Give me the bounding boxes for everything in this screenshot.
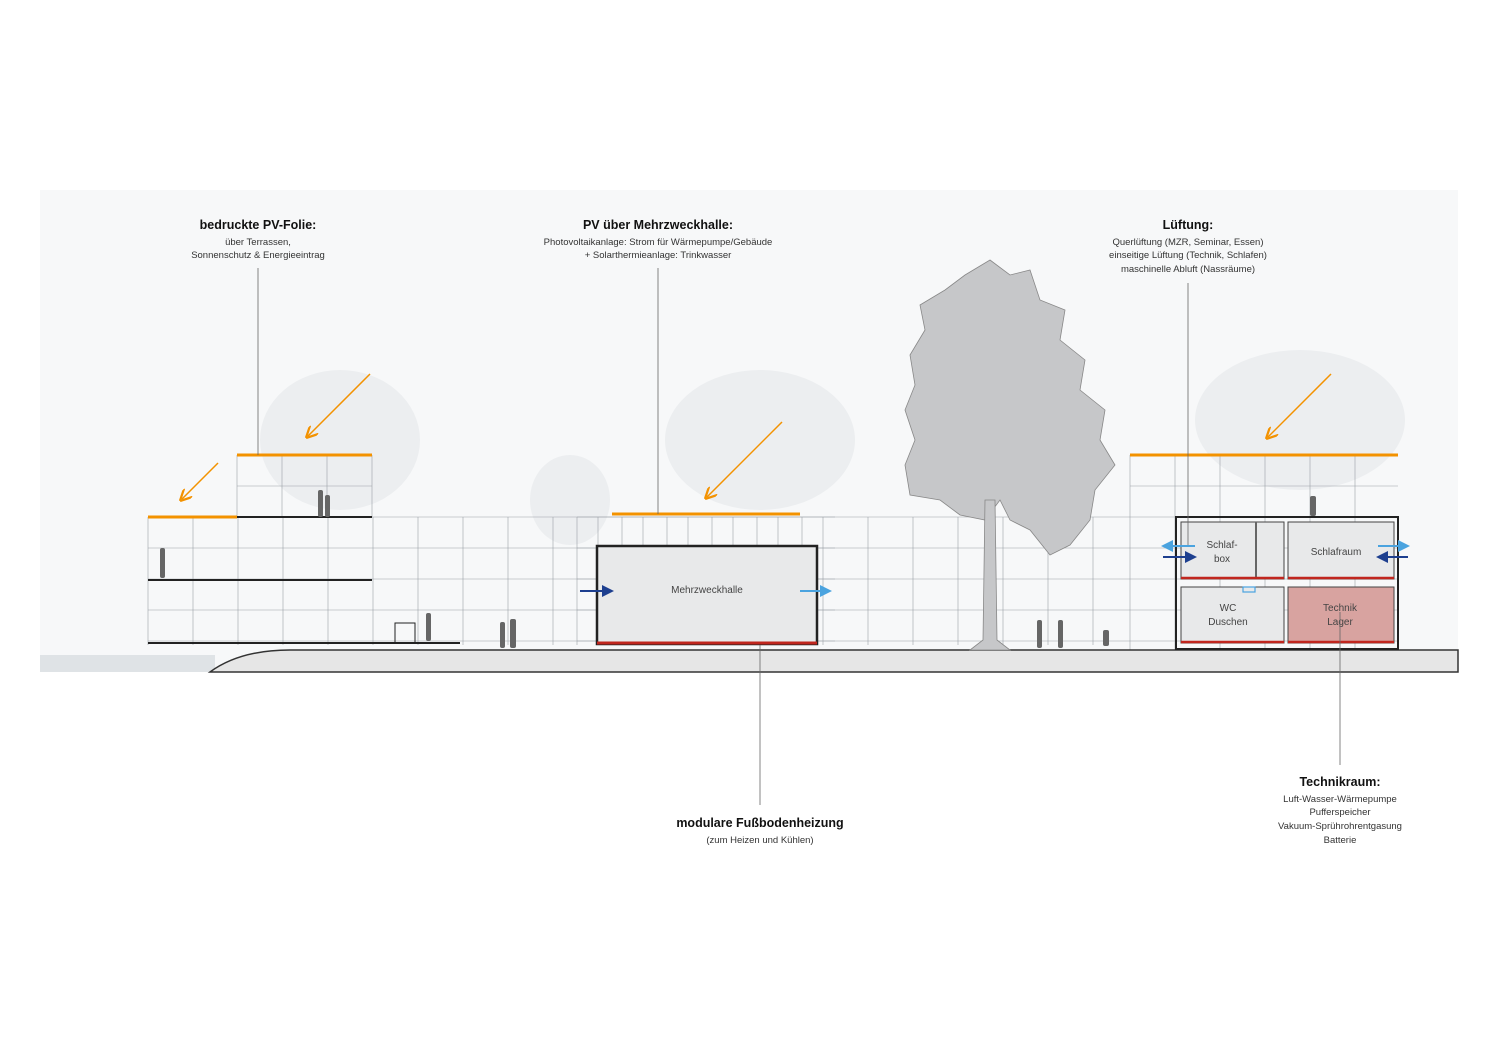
ground	[207, 649, 1459, 673]
annotation-line: (zum Heizen und Kühlen)	[706, 835, 813, 846]
room-label-schlafbox-1: Schlaf-	[1206, 540, 1237, 551]
annotation-title: PV über Mehrzweckhalle:	[583, 218, 733, 232]
room-label-technik: Technik	[1323, 603, 1358, 614]
annotation-pv-halle: PV über Mehrzweckhalle: Photovoltaikanla…	[544, 218, 773, 261]
annotation-line: Sonnenschutz & Energieeintrag	[191, 250, 325, 261]
annotation-title: modulare Fußbodenheizung	[676, 816, 843, 830]
annotation-title: bedruckte PV-Folie:	[200, 218, 317, 232]
leader-lines	[257, 268, 1341, 805]
annotation-title: Technikraum:	[1299, 775, 1380, 789]
annotation-line: Batterie	[1324, 835, 1357, 846]
annotation-line: Querlüftung (MZR, Seminar, Essen)	[1113, 237, 1264, 248]
room-label-schlafraum: Schlafraum	[1311, 547, 1362, 558]
tree	[904, 259, 1116, 651]
sun-arrows	[182, 373, 1332, 499]
multipurpose-hall: Mehrzweckhalle	[595, 512, 819, 646]
room-label-duschen: Duschen	[1208, 617, 1247, 628]
annotation-pv-folie: bedruckte PV-Folie: über Terrassen, Sonn…	[191, 218, 325, 261]
annotation-technikraum: Technikraum: Luft-Wasser-Wärmepumpe Puff…	[1278, 775, 1402, 846]
annotation-line: Luft-Wasser-Wärmepumpe	[1283, 794, 1397, 805]
water	[40, 655, 215, 672]
annotation-title: Lüftung:	[1163, 218, 1214, 232]
annotation-line: Vakuum-Sprührohrentgasung	[1278, 821, 1402, 832]
annotation-line: Pufferspeicher	[1309, 807, 1370, 818]
room-label-wc: WC	[1220, 603, 1237, 614]
annotation-line: Photovoltaikanlage: Strom für Wärmepumpe…	[544, 237, 773, 248]
room-label-schlafbox-2: box	[1214, 554, 1230, 565]
airflow-arrows	[580, 540, 1410, 597]
annotation-heizung: modulare Fußbodenheizung (zum Heizen und…	[676, 816, 843, 846]
annotation-line: + Solarthermieanlage: Trinkwasser	[585, 250, 732, 261]
annotation-line: einseitige Lüftung (Technik, Schlafen)	[1109, 250, 1267, 261]
left-building	[148, 453, 460, 644]
annotation-line: über Terrassen,	[225, 237, 291, 248]
annotation-lueftung: Lüftung: Querlüftung (MZR, Seminar, Esse…	[1109, 218, 1267, 275]
room-label-hall: Mehrzweckhalle	[671, 585, 743, 596]
technik-room	[1287, 586, 1395, 644]
people-silhouettes	[160, 490, 1316, 648]
right-building: Schlaf- box Schlafraum WC Duschen Techni…	[1130, 453, 1399, 650]
annotation-line: maschinelle Abluft (Nassräume)	[1121, 264, 1255, 275]
